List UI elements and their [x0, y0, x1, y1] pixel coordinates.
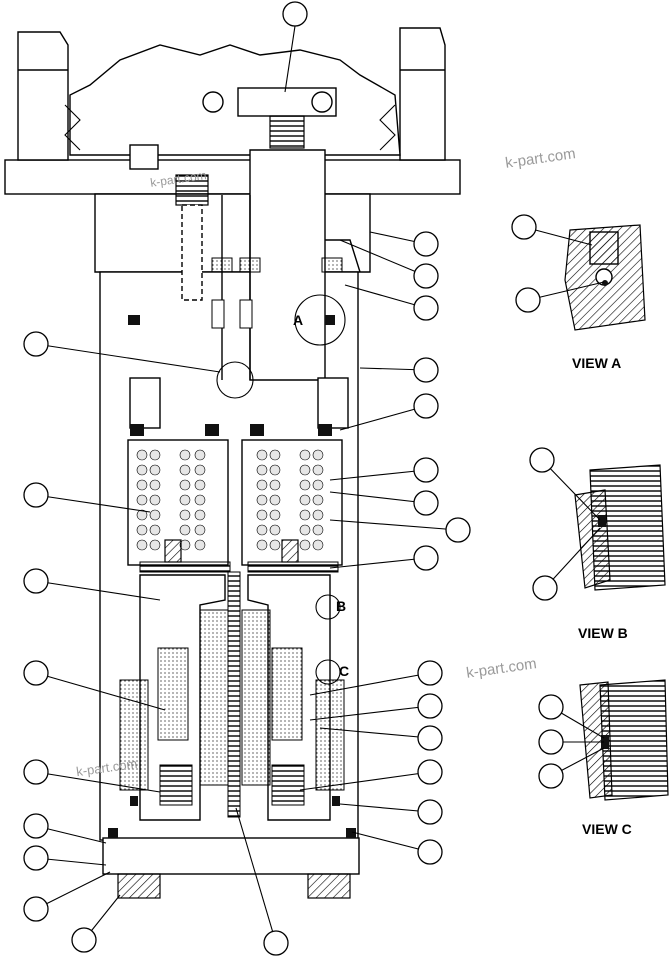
- view-b-label: VIEW B: [578, 625, 628, 641]
- plunger-assemblies: [108, 571, 356, 838]
- view-c-label: VIEW C: [582, 821, 632, 837]
- detail-marker-a: A: [293, 312, 304, 328]
- seals: [128, 257, 343, 436]
- callout-circles: [23, 1, 564, 956]
- view-a-detail: [564, 224, 646, 331]
- view-a-label: VIEW A: [572, 355, 622, 371]
- bellows-boot: [64, 44, 401, 301]
- view-b-detail: [574, 464, 666, 591]
- detail-marker-b: B: [336, 598, 347, 614]
- spring-chambers: [127, 439, 343, 573]
- detail-circles: [216, 294, 346, 685]
- view-c-detail: [579, 679, 669, 801]
- detail-marker-c: C: [339, 663, 350, 679]
